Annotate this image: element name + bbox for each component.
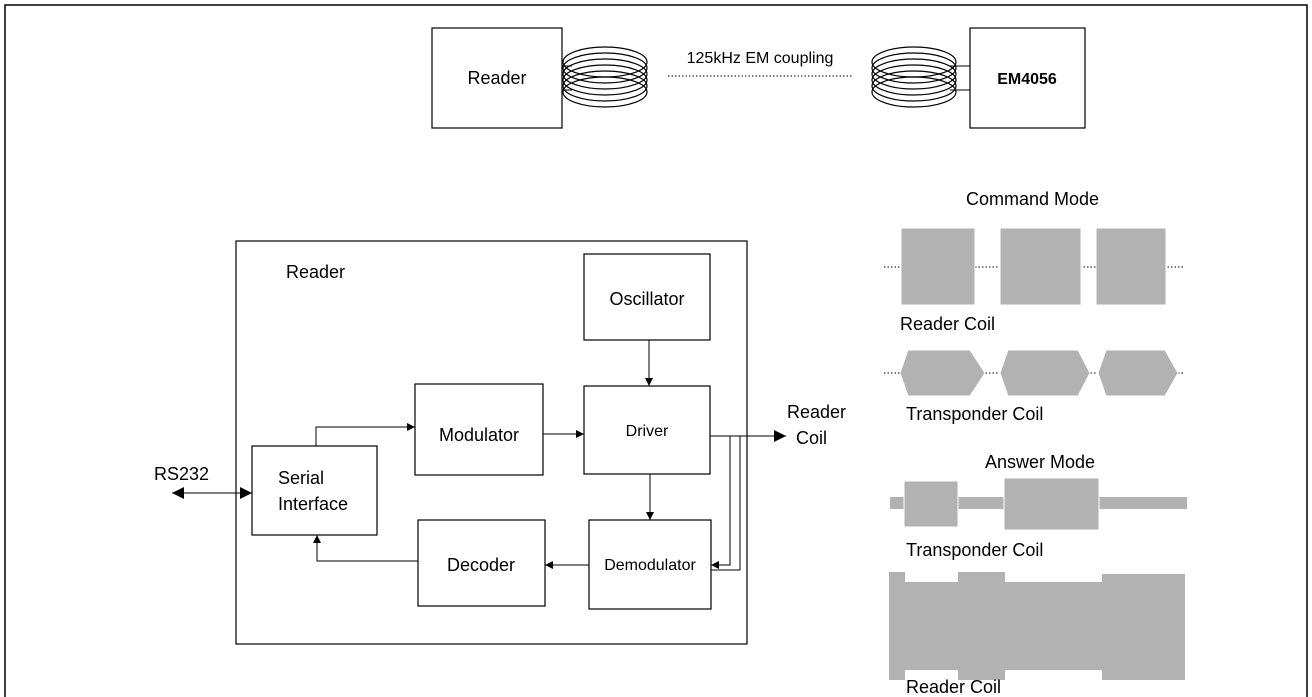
command-transponder-burst-1 bbox=[899, 349, 986, 397]
reader-box-label: Reader bbox=[467, 68, 526, 88]
coupling-label: 125kHz EM coupling bbox=[687, 50, 834, 67]
reader-block-diagram: Reader Oscillator Modulator Driver Seria… bbox=[154, 240, 846, 645]
command-transponder-coil-label: Transponder Coil bbox=[906, 404, 1043, 424]
rs232-label: RS232 bbox=[154, 464, 209, 484]
arrow-decoder-serial bbox=[313, 535, 418, 562]
command-reader-coil-waveform bbox=[884, 227, 1184, 306]
command-mode-title: Command Mode bbox=[966, 189, 1099, 209]
page-border bbox=[4, 4, 1308, 697]
waveform-panel: Command Mode Reader Coil Transponder Coi… bbox=[884, 189, 1187, 697]
command-reader-burst-2 bbox=[999, 227, 1082, 306]
answer-mode-title: Answer Mode bbox=[985, 452, 1095, 472]
decoder-block bbox=[417, 519, 546, 607]
driver-label: Driver bbox=[626, 423, 669, 440]
command-reader-burst-1 bbox=[900, 227, 976, 306]
tag-antenna-coil-icon bbox=[871, 46, 957, 108]
tag-box-label: EM4056 bbox=[997, 71, 1057, 88]
reader-container bbox=[235, 240, 748, 645]
reader-container-label: Reader bbox=[286, 262, 345, 282]
answer-reader-coil-label: Reader Coil bbox=[906, 677, 1001, 697]
oscillator-label: Oscillator bbox=[609, 289, 684, 309]
demodulator-label: Demodulator bbox=[604, 557, 696, 574]
answer-reader-burst-2 bbox=[1102, 574, 1185, 680]
command-reader-coil-label: Reader Coil bbox=[900, 314, 995, 334]
answer-transponder-coil-label: Transponder Coil bbox=[906, 540, 1043, 560]
line-coil-feedback-1 bbox=[711, 436, 731, 569]
coupling-diagram: Reader 125kHz EM coupling E bbox=[431, 27, 1086, 129]
answer-reader-coil-waveform bbox=[889, 572, 1185, 680]
answer-transponder-burst-1 bbox=[903, 480, 959, 528]
command-transponder-burst-2 bbox=[999, 349, 1091, 397]
reader-coil-output-label: Reader bbox=[787, 402, 846, 422]
command-transponder-burst-3 bbox=[1097, 349, 1179, 397]
command-transponder-coil-waveform bbox=[884, 349, 1184, 397]
serial-interface-block bbox=[251, 445, 378, 536]
decoder-label: Decoder bbox=[447, 555, 515, 575]
tag-box bbox=[969, 27, 1086, 129]
reader-antenna-coil-icon bbox=[562, 46, 648, 108]
serial-interface-label-line2: Interface bbox=[278, 494, 348, 514]
arrow-serial-modulator bbox=[315, 423, 415, 446]
answer-transponder-burst-2 bbox=[1003, 477, 1100, 531]
command-reader-burst-3 bbox=[1095, 227, 1167, 306]
line-coil-feedback-2 bbox=[711, 436, 741, 571]
answer-reader-burst-1 bbox=[958, 572, 1005, 680]
reader-box bbox=[431, 27, 563, 129]
modulator-block bbox=[414, 383, 544, 476]
answer-transponder-coil-waveform bbox=[890, 477, 1187, 531]
serial-interface-label: Serial bbox=[278, 468, 324, 488]
driver-block bbox=[583, 385, 711, 475]
oscillator-block bbox=[583, 253, 711, 341]
modulator-label: Modulator bbox=[439, 425, 519, 445]
reader-coil-output-label-line2: Coil bbox=[796, 428, 827, 448]
